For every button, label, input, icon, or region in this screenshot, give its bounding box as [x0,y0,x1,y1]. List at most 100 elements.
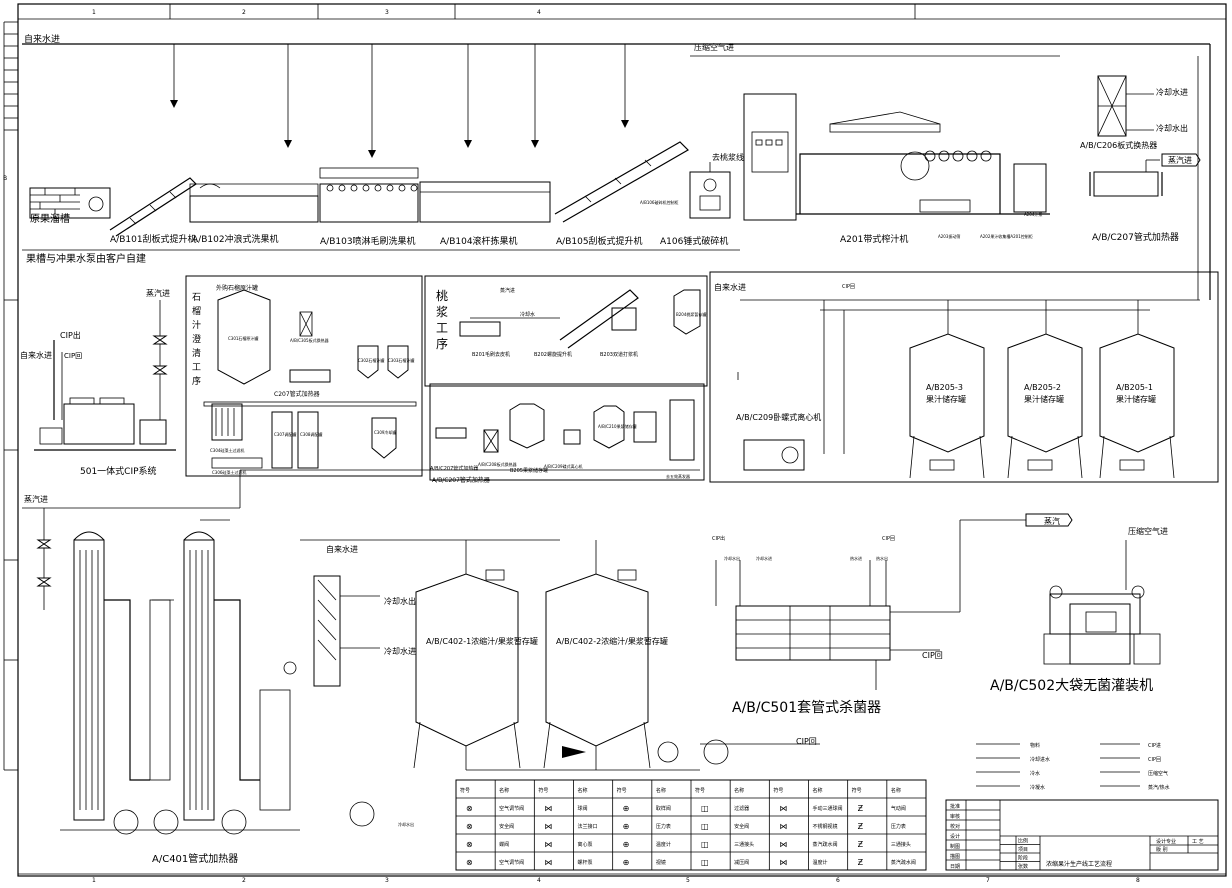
sterilizer-tag-1: 冷却水出 [724,555,740,561]
grid-top-4: 4 [537,9,541,16]
legend-symbol: ⊗ [466,822,473,831]
svg-text:浆: 浆 [436,304,448,319]
juice-tank-3-name: 果汁储存罐 [926,394,966,404]
title-role2: 阶段 [1018,855,1028,862]
middle-section: CIP出 CIP回 自来水进 蒸汽进 501一体式CIP系统 石 榴 汁 澄 清… [20,271,1219,484]
juice-tank-2: A/B205-2 果汁储存罐 [1007,333,1083,479]
title-role2: 项目 [1018,847,1028,853]
grid-top-3: 3 [385,9,389,16]
juice-tank-1-name: 果汁储存罐 [1116,394,1156,404]
legend-header: 名称 [499,787,509,794]
legend-symbol: Ƶ [858,840,864,849]
upper-puree-line: 去桃浆线 [712,152,744,162]
pomegranate-label-5: C207管式加热器 [274,390,320,398]
legend-symbol: ⋈ [779,858,787,867]
peach-bottom-4: A/B/C209碟式离心机 [544,463,583,469]
sterilizer-tag-2: 冷却水进 [756,555,772,561]
title-role: 批准 [950,803,960,810]
grid-bottom-2: 2 [242,877,246,884]
cooling-water-out-bottom: 冷却水出 [384,596,416,606]
cooling-water-in-top: 冷却水进 [1156,87,1188,97]
fruit-pump-note: 果槽与冲果水泵由客户自建 [26,252,146,265]
legend-header: 符号 [460,787,470,794]
legend-item-name: 法兰接口 [578,823,598,830]
legend-item-name: 视镜 [656,859,666,866]
cip-back-filler: CIP回 [922,651,943,660]
legend-symbol: ⊕ [623,822,630,831]
pomegranate-label-9: C308调配罐 [300,431,322,437]
grid-bottom-5: 5 [686,877,690,884]
bottom-section: 蒸汽进 [22,469,1168,865]
fruit-washing-line: 自来水进 压缩空气进 原果溜槽 [22,33,1211,300]
compressed-air-top: 压缩空气进 [694,42,734,52]
legend-item-name: 三通接头 [734,841,754,848]
title-block: 浓缩果汁生产线工艺流程 设计专业 工 艺 版 别 批准审核校对设计制图描图日期比… [945,799,1219,871]
title-role: 审核 [950,813,960,820]
legend-item-name: 过滤器 [734,805,749,812]
legend-symbol: Ƶ [858,858,864,867]
legend-item-name: 手动三通球阀 [813,805,843,812]
legend-item-name: 离心泵 [578,841,593,848]
symbol-legend-table: 符号名称符号名称符号名称符号名称符号名称符号名称⊗空气调节阀⋈球阀⊕取样阀◫过滤… [455,779,927,871]
grid-top-2: 2 [242,9,246,16]
legend-symbol: ⋈ [779,822,787,831]
legend-symbol: ⋈ [779,804,787,813]
a105-label: A/B105刮板式提升机 [556,235,643,247]
sterilizer-tag-4: 热水出 [876,555,888,561]
a103-label: A/B103喷淋毛刷洗果机 [320,235,416,247]
legend-symbol: Ƶ [858,804,864,813]
legend-header: 名称 [891,787,901,794]
sterilizer-label: A/B/C501套管式杀菌器 [732,700,881,716]
pomegranate-label-1: C301石榴原汁罐 [228,335,258,341]
line-legend-left-3: 冷水 [1030,770,1040,777]
legend-item-name: 温度计 [656,841,671,848]
title-role: 描图 [950,853,960,860]
a102-label: A/B102冲浪式洗果机 [192,233,279,245]
small-label-1: A203振动筛 [938,233,960,239]
svg-text:序: 序 [436,336,448,351]
spec-value: 工 艺 [1192,839,1204,845]
fruit-tank-label: 原果溜槽 [30,212,70,225]
tap-water-in-bottom: 自来水进 [326,544,358,554]
legend-symbol: ⋈ [779,840,787,849]
legend-item-name: 蒸汽疏水阀 [813,841,838,848]
tubular-heater-mid: A/B/C207管式加热器 [432,476,490,484]
sterilizer-tag-6: CIP回 [882,536,895,542]
svg-text:工: 工 [436,321,448,335]
legend-symbol: ⊕ [623,804,630,813]
juice-tank-3-label: A/B205-3 [926,383,963,392]
centrifuge-label: A/B/C209卧螺式离心机 [736,412,821,422]
legend-header: 符号 [852,787,862,794]
legend-item-name: 不锈钢视镜 [813,823,838,830]
filler-label: A/B/C502大袋无菌灌装机 [990,678,1153,694]
legend-symbol: ◫ [701,840,709,849]
legend-item-name: 安全阀 [734,823,749,830]
steam-in-mid: 蒸汽进 [146,288,170,298]
a401-label: A/C401管式加热器 [152,852,238,865]
tank402-1-label: A/B/C402-1浓缩汁/果浆暂存罐 [426,636,538,646]
juice-tank-1: A/B205-1 果汁储存罐 [1099,333,1175,479]
svg-text:工: 工 [192,363,201,373]
peach-lower-section [429,383,705,481]
compressed-air-bottom: 压缩空气进 [1128,526,1168,536]
design-spec: 设计专业 [1156,838,1176,845]
legend-item-name: 压力表 [656,823,671,830]
line-legend-left-1: 物料 [1030,742,1040,749]
legend-item-name: 空气调节阀 [499,805,524,812]
title-role2: 比例 [1018,838,1028,845]
legend-symbol: ⊗ [466,840,473,849]
line-legend-left-4: 冷凝水 [1030,784,1045,791]
peach-label-4: B204桃浆暂存罐 [676,311,706,317]
legend-header: 符号 [773,787,783,794]
svg-text:桃: 桃 [436,288,448,303]
legend-symbol: ◫ [701,804,709,813]
fruit-tank: 原果溜槽 [29,187,111,225]
legend-header: 符号 [695,787,705,794]
evaporator-a401: A/C401管式加热器 [22,469,700,865]
juice-tank-2-name: 果汁储存罐 [1024,394,1064,404]
steam-in-bottom: 蒸汽进 [24,494,48,504]
title-role: 制图 [950,843,960,850]
peach-label-3: B203双道打浆机 [600,351,638,358]
